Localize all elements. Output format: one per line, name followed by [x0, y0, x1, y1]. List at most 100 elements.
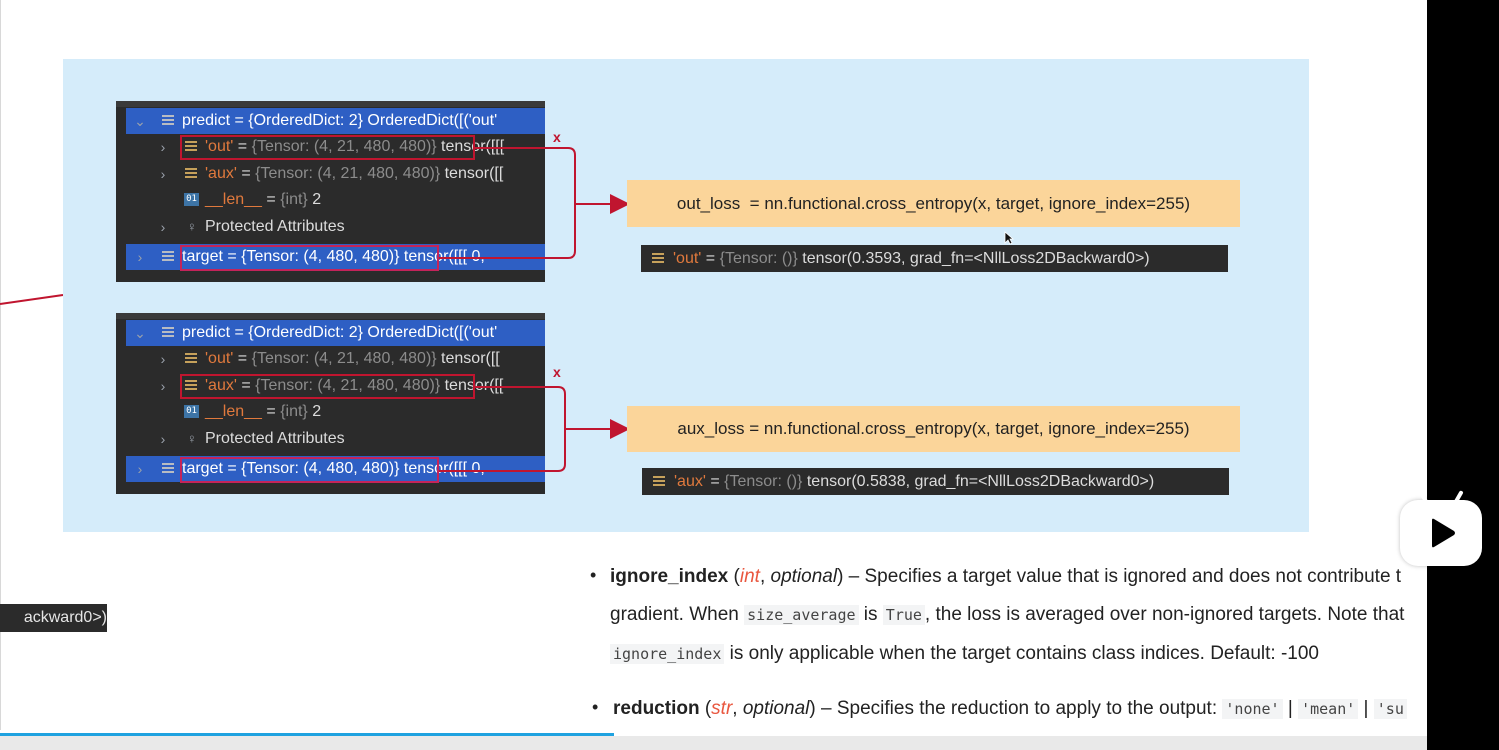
- list-icon: [162, 251, 174, 263]
- key-icon: ♀: [187, 431, 197, 446]
- target-row-text: target = {Tensor: (4, 480, 480)} tensor(…: [182, 244, 485, 270]
- mouse-cursor-icon: [1004, 231, 1014, 245]
- param-name-ignore-index: ignore_index: [610, 566, 729, 587]
- chevron-right-icon[interactable]: ›: [160, 166, 166, 182]
- result-out-key: 'out': [673, 250, 702, 267]
- out-row-text: 'out' = {Tensor: (4, 21, 480, 480)} tens…: [205, 134, 504, 160]
- highlight-aux-box: [180, 374, 475, 399]
- chevron-right-icon[interactable]: ›: [137, 249, 143, 265]
- predict-label: predict = {OrderedDict: 2} OrderedDict([…: [182, 324, 498, 341]
- bullet-1: •: [590, 565, 597, 585]
- code-none: 'none': [1222, 699, 1283, 719]
- connector-2: [439, 386, 566, 472]
- predict-row[interactable]: ⌄ predict = {OrderedDict: 2} OrderedDict…: [126, 320, 545, 346]
- target-label: target = {Tensor: (4, 480, 480)}: [182, 460, 400, 477]
- chevron-right-icon[interactable]: ›: [160, 139, 166, 155]
- chevron-right-icon[interactable]: ›: [160, 351, 166, 367]
- out-type: {Tensor: (4, 21, 480, 480)}: [251, 350, 437, 367]
- result-aux-type: {Tensor: ()}: [724, 473, 803, 490]
- highlight-target-box-1: [180, 245, 439, 271]
- video-progress-bar[interactable]: [0, 733, 614, 736]
- aux-key: 'aux': [205, 377, 237, 394]
- list-icon: [653, 476, 665, 488]
- result-aux-text: 'aux' = {Tensor: ()} tensor(0.5838, grad…: [674, 468, 1154, 495]
- chevron-right-icon[interactable]: ›: [137, 461, 143, 477]
- p1-l2-b: is: [858, 604, 883, 625]
- result-aux-eq: =: [705, 473, 725, 490]
- len-type: {int}: [280, 403, 308, 420]
- len-row[interactable]: 01 __len__ = {int} 2: [116, 399, 545, 425]
- aux-row[interactable]: › 'aux' = {Tensor: (4, 21, 480, 480)} te…: [116, 161, 545, 187]
- chevron-right-icon[interactable]: ›: [160, 219, 166, 235]
- protected-label: Protected Attributes: [205, 430, 345, 447]
- connector-arrows: [439, 147, 630, 472]
- list-icon: [162, 463, 174, 475]
- param-type-int: int: [739, 566, 760, 587]
- param-optional-1: optional: [770, 566, 838, 587]
- len-eq: =: [261, 191, 281, 208]
- len-row-text: __len__ = {int} 2: [205, 187, 321, 213]
- out-type: {Tensor: (4, 21, 480, 480)}: [251, 138, 437, 155]
- chevron-right-icon[interactable]: ›: [160, 431, 166, 447]
- play-button[interactable]: [1400, 490, 1482, 566]
- p1-l3: is only applicable when the target conta…: [724, 643, 1319, 664]
- code-sum-partial: 'su: [1373, 699, 1407, 719]
- p2-comma: ,: [732, 698, 743, 719]
- aux-type: {Tensor: (4, 21, 480, 480)}: [255, 165, 441, 182]
- param-type-str: str: [711, 698, 733, 719]
- target-tail: tensor([[[ 0,: [399, 460, 485, 477]
- param-optional-2: optional: [742, 698, 810, 719]
- row-top-strip: [116, 313, 545, 319]
- protected-row[interactable]: › ♀ Protected Attributes: [116, 214, 545, 240]
- incoming-arrow-line: [0, 294, 64, 305]
- chevron-down-icon[interactable]: ⌄: [134, 113, 146, 129]
- p1-desc: ) – Specifies a target value that is ign…: [837, 566, 1402, 587]
- formula-aux-loss: aux_loss = nn.functional.cross_entropy(x…: [627, 406, 1240, 452]
- code-size-average: size_average: [744, 605, 859, 625]
- protected-row[interactable]: › ♀ Protected Attributes: [116, 426, 545, 452]
- formula-aux-text: aux_loss = nn.functional.cross_entropy(x…: [677, 419, 1190, 438]
- out-eq: =: [233, 350, 252, 367]
- len-row-text: __len__ = {int} 2: [205, 399, 321, 425]
- result-out-row[interactable]: 'out' = {Tensor: ()} tensor(0.3593, grad…: [641, 245, 1228, 272]
- aux-type: {Tensor: (4, 21, 480, 480)}: [255, 377, 441, 394]
- out-key: 'out': [205, 350, 234, 367]
- chevron-down-icon[interactable]: ⌄: [134, 325, 146, 341]
- key-icon: ♀: [187, 219, 197, 234]
- len-row[interactable]: 01 __len__ = {int} 2: [116, 187, 545, 213]
- code-true: True: [882, 605, 925, 625]
- formula-out-loss: out_loss = nn.functional.cross_entropy(x…: [627, 180, 1240, 227]
- p1-open: (: [728, 566, 740, 587]
- result-out-text: 'out' = {Tensor: ()} tensor(0.3593, grad…: [673, 245, 1150, 272]
- code-mean: 'mean': [1298, 699, 1359, 719]
- predict-row[interactable]: ⌄ predict = {OrderedDict: 2} OrderedDict…: [126, 108, 545, 134]
- row-top-strip: [116, 101, 545, 107]
- page-left-edge: [0, 0, 1, 730]
- predict-label: predict = {OrderedDict: 2} OrderedDict([…: [182, 112, 498, 129]
- result-aux-key: 'aux': [674, 473, 706, 490]
- param-ignore-index-line3: ignore_index is only applicable when the…: [610, 643, 1319, 665]
- aux-eq: =: [236, 377, 256, 394]
- param-ignore-index-line2: gradient. When size_average is True, the…: [610, 604, 1404, 626]
- result-aux-row[interactable]: 'aux' = {Tensor: ()} tensor(0.5838, grad…: [642, 468, 1229, 495]
- int-icon: 01: [184, 193, 199, 206]
- len-key: __len__: [205, 403, 262, 420]
- marker-x-2: x: [553, 364, 561, 380]
- p1-comma: ,: [759, 566, 771, 587]
- out-eq: =: [233, 138, 252, 155]
- len-eq: =: [261, 403, 281, 420]
- p1-l2-a: gradient. When: [610, 604, 745, 625]
- target-row[interactable]: › target = {Tensor: (4, 480, 480)} tenso…: [126, 456, 545, 482]
- code-ignore-index: ignore_index: [610, 644, 725, 664]
- list-icon: [185, 168, 197, 180]
- out-key: 'out': [205, 138, 234, 155]
- result-out-eq: =: [701, 250, 720, 267]
- aux-key: 'aux': [205, 165, 237, 182]
- chevron-right-icon[interactable]: ›: [160, 378, 166, 394]
- play-icon: [1432, 518, 1455, 548]
- target-row-text: target = {Tensor: (4, 480, 480)} tensor(…: [182, 456, 485, 482]
- out-row[interactable]: › 'out' = {Tensor: (4, 21, 480, 480)} te…: [116, 134, 545, 160]
- out-row[interactable]: › 'out' = {Tensor: (4, 21, 480, 480)} te…: [116, 346, 545, 372]
- param-name-reduction: reduction: [613, 698, 700, 719]
- bullet-2: •: [592, 697, 599, 717]
